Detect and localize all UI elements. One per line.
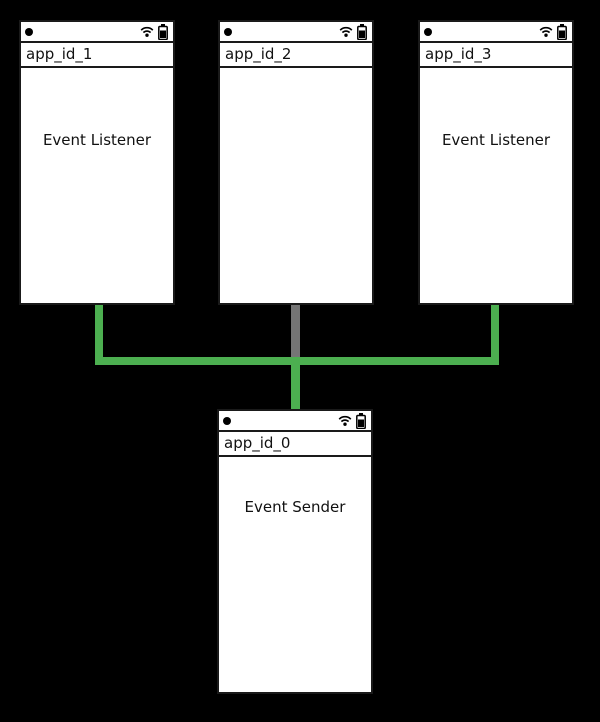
connector-app2-drop bbox=[291, 305, 300, 358]
status-icons bbox=[140, 23, 168, 40]
window-body: Event Listener bbox=[420, 68, 572, 303]
battery-icon bbox=[357, 23, 367, 40]
status-bar bbox=[21, 22, 173, 43]
status-icons bbox=[539, 23, 567, 40]
app-window-app_id_1[interactable]: app_id_1 Event Listener bbox=[19, 20, 175, 305]
status-bar bbox=[420, 22, 572, 43]
connector-app1-drop bbox=[95, 305, 103, 365]
status-bar bbox=[219, 411, 371, 432]
battery-icon bbox=[356, 412, 366, 429]
app-window-app_id_3[interactable]: app_id_3 Event Listener bbox=[418, 20, 574, 305]
record-dot-icon bbox=[424, 27, 432, 36]
window-body: Event Sender bbox=[219, 457, 371, 692]
window-body: Event Listener bbox=[21, 68, 173, 303]
body-label: Event Listener bbox=[441, 131, 551, 149]
body-label: Event Listener bbox=[42, 131, 152, 149]
window-title: app_id_0 bbox=[219, 432, 371, 457]
battery-icon bbox=[158, 23, 168, 40]
app-window-app_id_0[interactable]: app_id_0 Event Sender bbox=[217, 409, 373, 694]
status-icons bbox=[338, 412, 366, 429]
wifi-icon bbox=[140, 26, 154, 37]
window-title: app_id_3 bbox=[420, 43, 572, 68]
window-title: app_id_2 bbox=[220, 43, 372, 68]
wifi-icon bbox=[338, 415, 352, 426]
status-bar bbox=[220, 22, 372, 43]
record-dot-icon bbox=[224, 27, 232, 36]
connector-sender-feed bbox=[291, 357, 300, 409]
body-label bbox=[220, 68, 372, 131]
record-dot-icon bbox=[223, 416, 231, 425]
app-window-app_id_2[interactable]: app_id_2 bbox=[218, 20, 374, 305]
battery-icon bbox=[557, 23, 567, 40]
connector-app3-drop bbox=[491, 305, 499, 365]
status-icons bbox=[339, 23, 367, 40]
body-label: Event Sender bbox=[244, 498, 346, 516]
wifi-icon bbox=[339, 26, 353, 37]
window-title: app_id_1 bbox=[21, 43, 173, 68]
wifi-icon bbox=[539, 26, 553, 37]
record-dot-icon bbox=[25, 27, 33, 36]
window-body bbox=[220, 68, 372, 303]
